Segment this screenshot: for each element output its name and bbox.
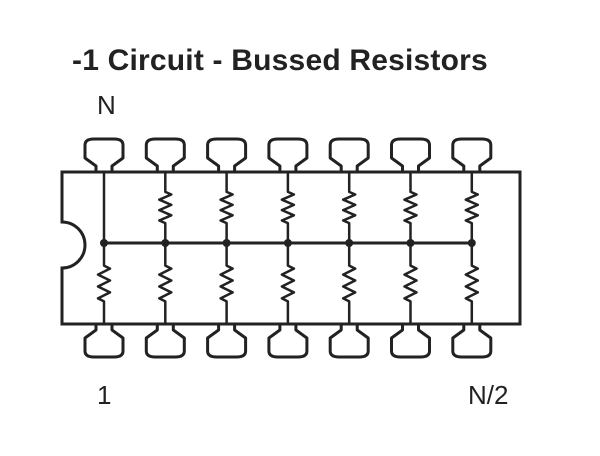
resistor-bottom-6	[403, 243, 418, 324]
pin-bottom-4	[267, 324, 309, 359]
resistor-top-4	[280, 172, 296, 243]
junction-dot-4	[283, 239, 292, 247]
pin-top-2	[144, 137, 186, 172]
junction-dot-5	[345, 239, 354, 247]
resistor-bottom-7	[464, 243, 480, 324]
pin-top-7	[451, 137, 493, 172]
package-body	[60, 170, 522, 326]
resistor-top-7	[464, 172, 480, 243]
pin-top-4	[267, 137, 309, 172]
pin-top-6	[390, 137, 431, 172]
pin-bottom-3	[206, 324, 248, 359]
junction-dot-2	[161, 239, 170, 247]
pin-top-5	[328, 137, 370, 172]
pin-bottom-6	[390, 324, 431, 359]
junction-dot-3	[222, 239, 231, 247]
pin-label-n: N	[97, 90, 116, 120]
pin-top-1	[83, 137, 125, 172]
resistor-top-3	[219, 172, 234, 243]
resistor-network	[96, 172, 480, 324]
pin-bottom-2	[144, 324, 186, 359]
resistor-top-5	[341, 172, 357, 243]
junction-dot-1	[100, 239, 108, 247]
pin-bottom-7	[451, 324, 493, 359]
junction-dot-7	[467, 239, 476, 247]
pin-top-3	[206, 137, 248, 172]
resistor-top-2	[158, 172, 173, 243]
junction-dot-6	[406, 239, 415, 247]
pin-bottom-1	[83, 324, 125, 359]
bottom-pins	[83, 324, 493, 359]
pin-label-1: 1	[97, 380, 112, 410]
resistor-bottom-2	[158, 243, 173, 324]
resistor-bottom-1	[96, 243, 112, 324]
resistor-bottom-4	[280, 243, 296, 324]
pin-label-n-half: N/2	[468, 380, 509, 410]
resistor-top-6	[403, 172, 418, 243]
pin-bottom-5	[328, 324, 370, 359]
resistor-bottom-5	[341, 243, 357, 324]
resistor-bottom-3	[219, 243, 234, 324]
diagram-title: -1 Circuit - Bussed Resistors	[72, 44, 488, 77]
top-pins	[83, 137, 493, 172]
